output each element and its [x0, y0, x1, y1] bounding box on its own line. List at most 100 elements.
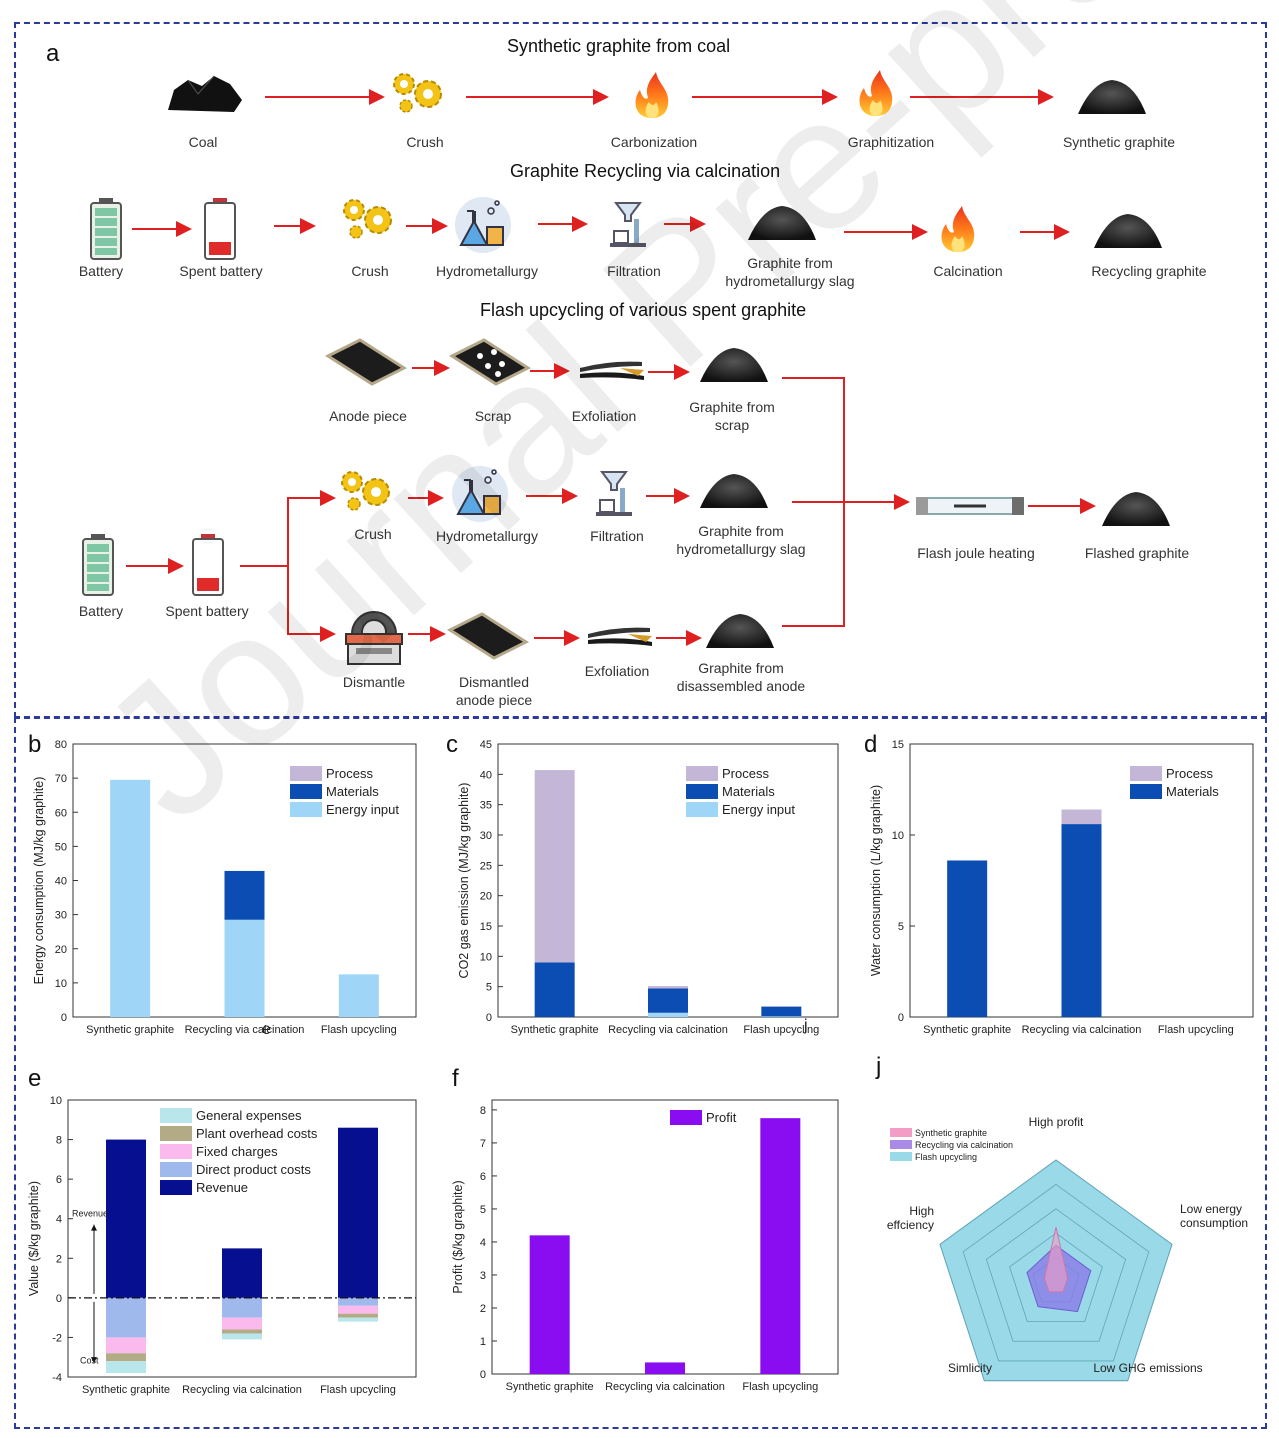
x-tick-label: Recycling via calcination	[605, 1381, 725, 1393]
radar-axis-label: High profit	[1029, 1115, 1084, 1129]
legend-entry: Materials	[326, 784, 379, 799]
radar-axis-label: High	[909, 1204, 934, 1218]
y-tick-label: 2	[56, 1253, 62, 1265]
bar-cost	[222, 1297, 262, 1318]
coal-icon	[168, 75, 242, 112]
bar	[224, 870, 265, 920]
legend-swatch	[686, 802, 718, 817]
row2-arrows	[132, 216, 1070, 240]
y-tick-label: 4	[480, 1237, 486, 1249]
step-label: Dismantle	[342, 674, 406, 690]
legend-swatch	[1130, 784, 1162, 799]
anode-icon	[326, 338, 406, 386]
x-tick-label: Flash upcycling	[742, 1381, 818, 1393]
y-tick-label: 10	[55, 978, 67, 990]
step-label: Graphite from hydrometallurgy slag	[676, 523, 806, 557]
plot-frame	[67, 1099, 417, 1378]
step-label: Dismantled anode piece	[455, 674, 533, 708]
legend-entry: Revenue	[196, 1180, 248, 1195]
y-tick-label: 5	[480, 1204, 486, 1216]
step-label: Flash joule heating	[917, 545, 1035, 561]
step-label: Synthetic graphite	[1062, 134, 1176, 150]
legend-swatch	[160, 1144, 192, 1159]
graphite-pile-icon	[1078, 80, 1146, 114]
legend-swatch	[290, 802, 322, 817]
step-label: Crush	[351, 263, 389, 279]
x-tick-label: Flash upcycling	[320, 1384, 396, 1396]
y-tick-label: 0	[480, 1369, 486, 1381]
legend-swatch	[890, 1128, 912, 1137]
step-label: Exfoliation	[571, 408, 637, 424]
x-tick-label: Flash upcycling	[321, 1024, 397, 1036]
crush-icon	[393, 73, 442, 113]
legend-swatch	[686, 766, 718, 781]
bar	[534, 962, 575, 1017]
radar-axis-label: Simlicity	[948, 1361, 992, 1375]
legend-entry: Materials	[1166, 784, 1219, 799]
y-tick-label: 15	[480, 921, 492, 933]
legend-swatch	[160, 1108, 192, 1123]
legend-swatch	[890, 1140, 912, 1149]
bar-cost	[222, 1317, 262, 1330]
panel-letter: f	[452, 1065, 459, 1092]
graphite-pile-icon	[700, 348, 768, 382]
step-label: Hydrometallurgy	[436, 528, 538, 544]
step-label: Coal	[188, 134, 218, 150]
y-tick-label: 5	[898, 921, 904, 933]
bar	[224, 919, 265, 1017]
crush-icon	[343, 199, 392, 239]
step-label: Crush	[406, 134, 444, 150]
row1-title: Synthetic graphite from coal	[507, 36, 731, 56]
panel-letter: e	[28, 1065, 41, 1092]
bar	[947, 860, 988, 1017]
legend-entry: Direct product costs	[196, 1162, 311, 1177]
bar-revenue	[338, 1127, 378, 1298]
legend-entry: Energy input	[326, 802, 399, 817]
bar	[760, 1118, 801, 1374]
step-label: Anode piece	[329, 408, 407, 424]
x-tick-label: Flash upcycling	[1158, 1024, 1234, 1036]
y-tick-label: 10	[892, 830, 904, 842]
bar	[761, 1016, 802, 1017]
graphite-pile-icon	[1094, 214, 1162, 248]
y-tick-label: -2	[52, 1332, 62, 1344]
flask-icon	[451, 465, 509, 523]
spent-battery-icon	[192, 533, 224, 596]
stray-label: j	[803, 1017, 808, 1034]
step-label: Graphite from scrap	[689, 399, 775, 433]
legend-entry: Flash upcycling	[915, 1152, 977, 1162]
legend-entry: Fixed charges	[196, 1144, 278, 1159]
step-label: Filtration	[590, 528, 644, 544]
y-tick-label: 6	[480, 1171, 486, 1183]
y-tick-label: 80	[55, 739, 67, 751]
exfoliation-icon	[580, 361, 644, 380]
legend-swatch	[890, 1152, 912, 1161]
bar-cost	[106, 1297, 146, 1338]
panel-letter: d	[864, 731, 877, 758]
y-tick-label: 35	[480, 800, 492, 812]
bar	[761, 1006, 802, 1007]
y-axis-label: Energy consumption (MJ/kg graphite)	[32, 777, 46, 985]
legend-swatch	[1130, 766, 1162, 781]
x-tick-label: Synthetic graphite	[86, 1024, 174, 1036]
radar-axis-label: Low GHG emissions	[1093, 1361, 1202, 1375]
radar-grid	[939, 1159, 1173, 1382]
scrap-icon	[450, 338, 530, 386]
battery-icon	[82, 533, 114, 596]
radar-axis-label: consumption	[1180, 1216, 1248, 1230]
y-tick-label: 0	[486, 1012, 492, 1024]
bar-cost	[222, 1333, 262, 1340]
legend-swatch	[160, 1126, 192, 1141]
legend-entry: Synthetic graphite	[915, 1128, 987, 1138]
panel-letter: j	[875, 1053, 881, 1080]
step-label: Battery	[78, 603, 124, 619]
panel-a-letter: a	[46, 40, 60, 67]
cost-arrow-head	[91, 1357, 97, 1364]
radar-series	[1043, 1226, 1069, 1293]
radar-axis-label: effciency	[887, 1218, 934, 1232]
bar	[338, 974, 379, 1017]
step-label: Spent battery	[165, 603, 249, 619]
legend-entry: Profit	[706, 1110, 737, 1125]
legend-entry: Process	[722, 766, 769, 781]
bar-cost	[338, 1313, 378, 1318]
